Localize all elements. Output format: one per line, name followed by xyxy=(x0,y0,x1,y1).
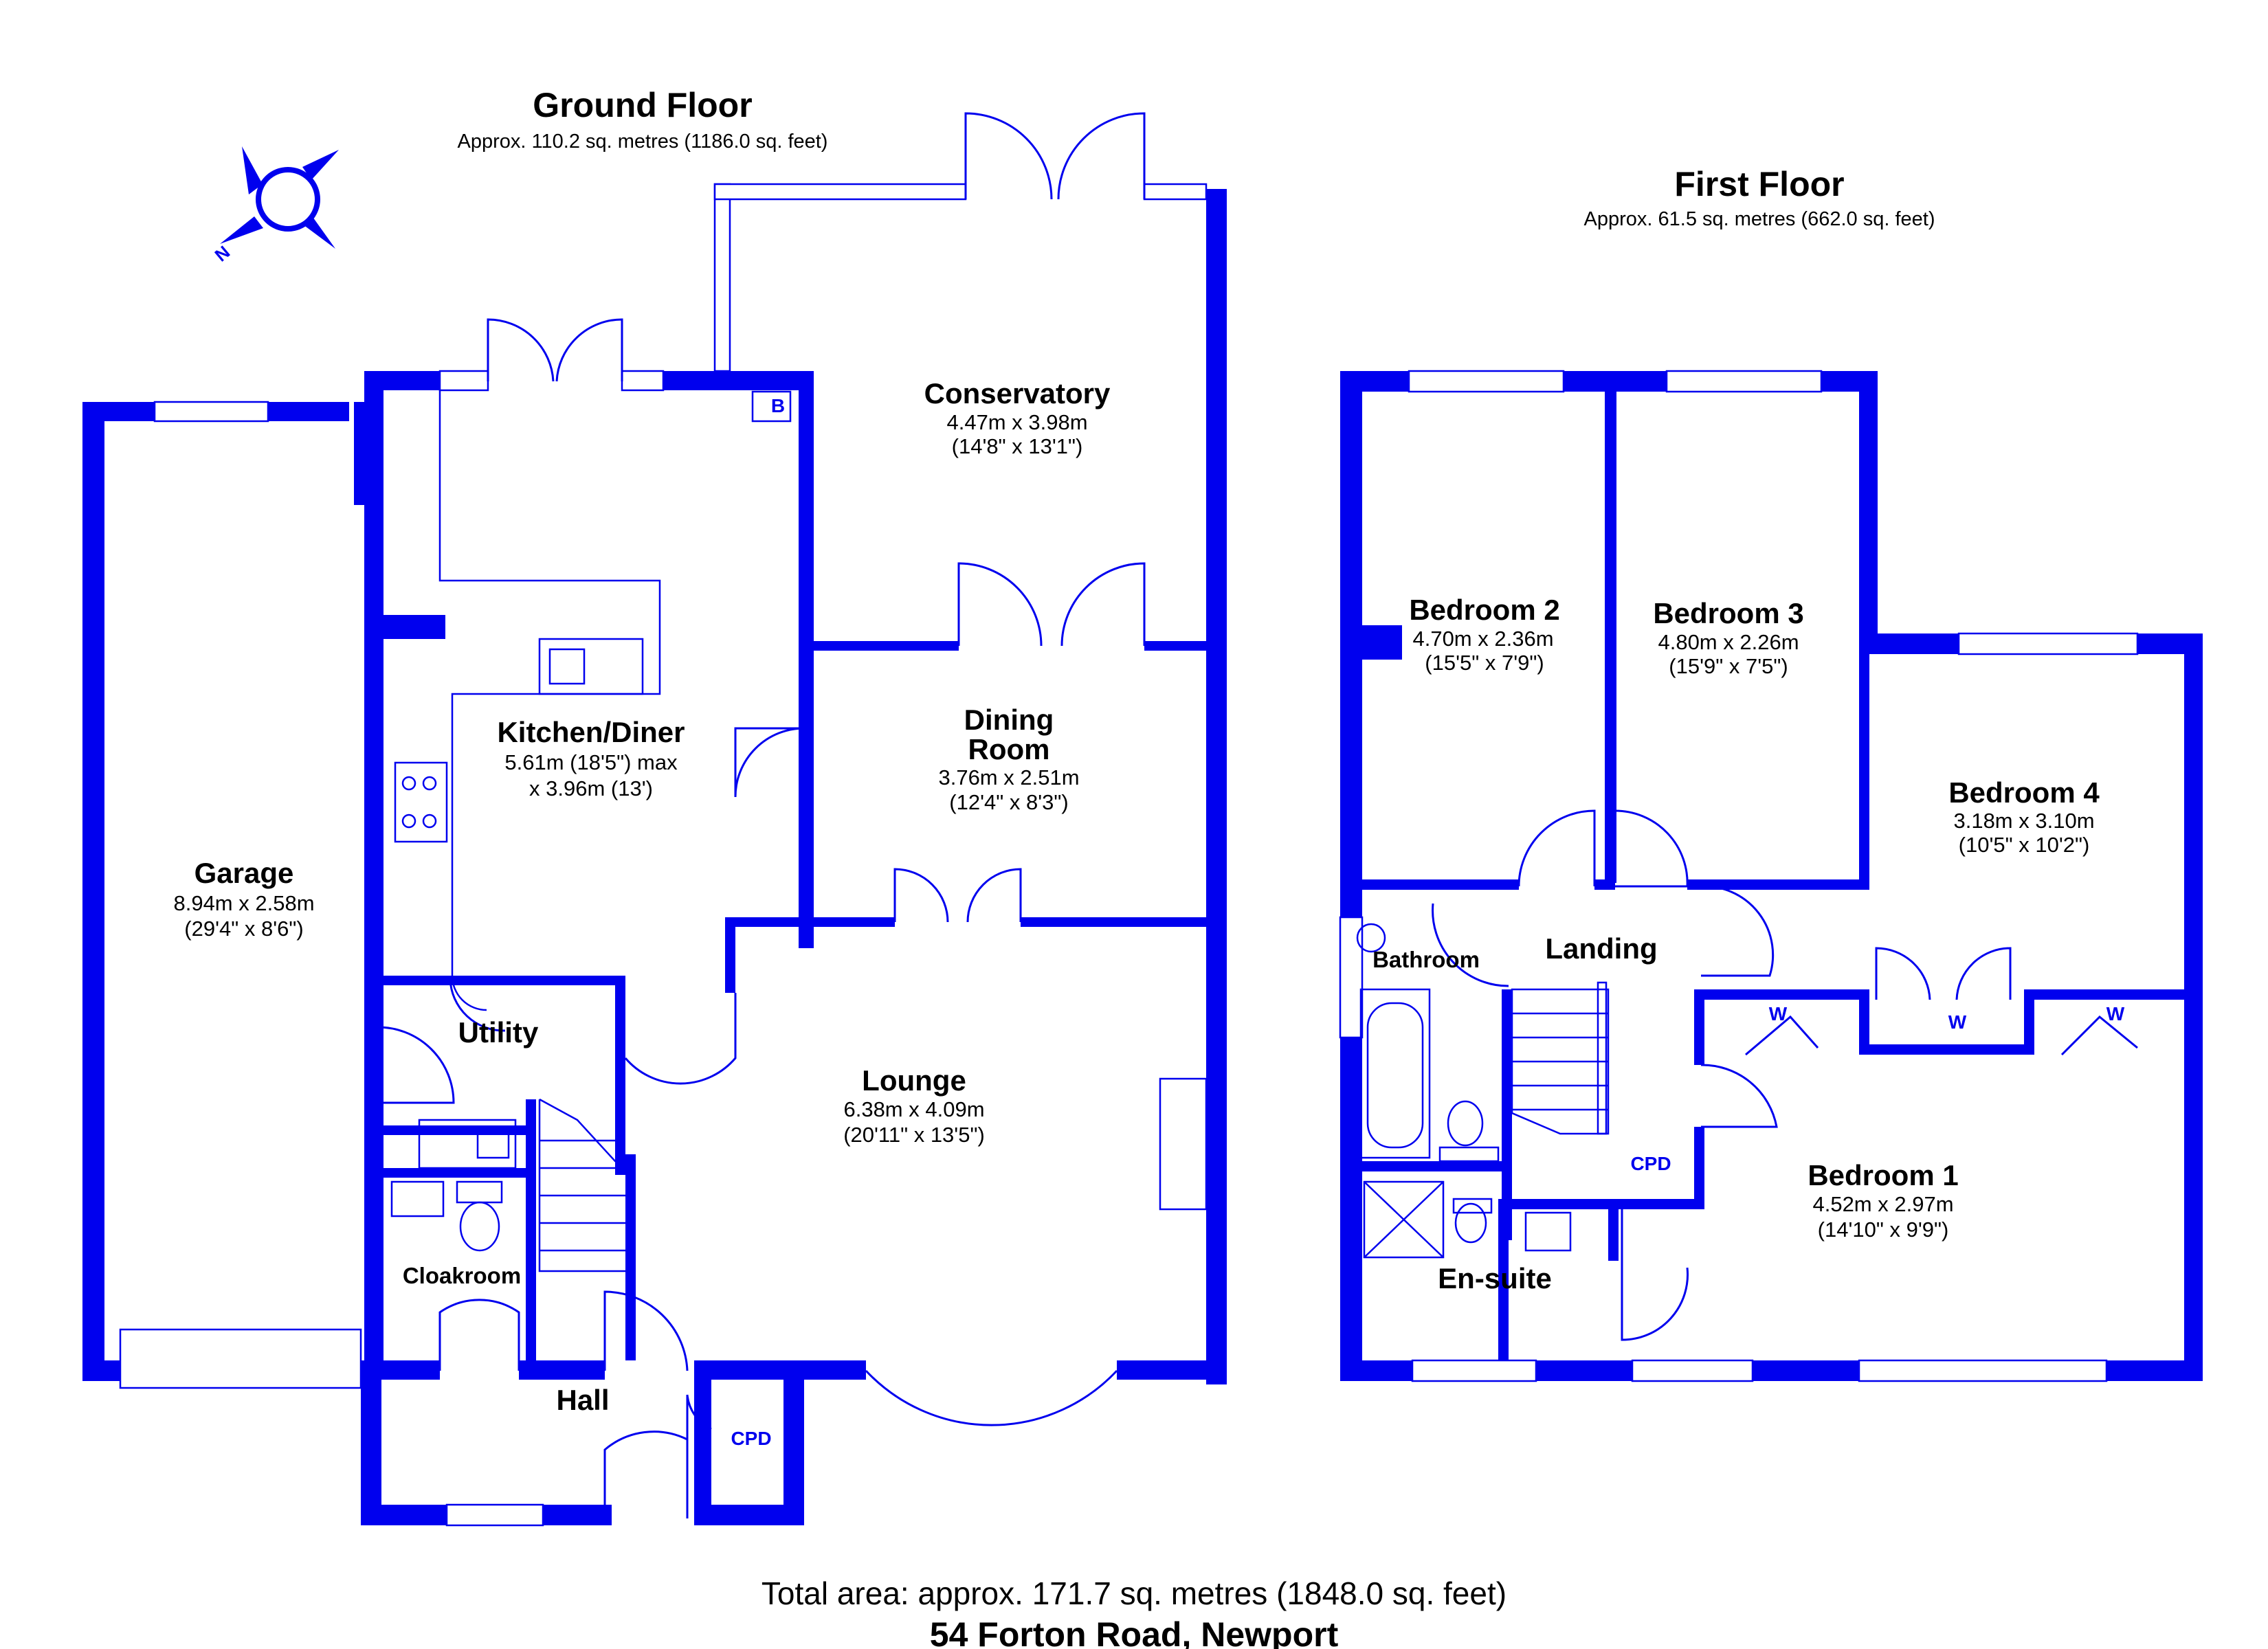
compass-north-label: N xyxy=(211,242,234,266)
utility-fixtures xyxy=(390,1119,517,1252)
bedroom2-dim-imperial: (15'5" x 7'9") xyxy=(1425,651,1544,675)
kitchen-label: Kitchen/Diner xyxy=(497,716,685,748)
dining-dim-imperial: (12'4" x 8'3") xyxy=(949,790,1068,814)
conservatory-dim-imperial: (14'8" x 13'1") xyxy=(952,434,1083,458)
compass-icon: N xyxy=(211,146,339,266)
boiler-label: B xyxy=(771,395,785,416)
ground-cpd-label: CPD xyxy=(731,1428,771,1449)
first-floor-walls xyxy=(1340,371,2203,1381)
bedroom1-dim-metric: 4.52m x 2.97m xyxy=(1812,1192,1953,1216)
address: 54 Forton Road, Newport xyxy=(930,1615,1339,1649)
conservatory-label: Conservatory xyxy=(924,377,1111,410)
bathroom-label: Bathroom xyxy=(1372,947,1480,972)
ground-floor-walls xyxy=(82,189,1227,1525)
hall-label: Hall xyxy=(556,1384,609,1416)
dining-label-line1: Dining xyxy=(964,704,1054,736)
lounge-label: Lounge xyxy=(862,1064,966,1097)
total-area: Total area: approx. 171.7 sq. metres (18… xyxy=(761,1575,1507,1611)
bedroom1-dim-imperial: (14'10" x 9'9") xyxy=(1818,1218,1949,1242)
first-cpd-label: CPD xyxy=(1630,1153,1671,1174)
dining-label-line2: Room xyxy=(968,733,1050,765)
kitchen-dim-metric: 5.61m (18'5") max xyxy=(504,750,678,774)
bedroom4-dim-imperial: (10'5" x 10'2") xyxy=(1959,833,2090,857)
wardrobe-label-2: W xyxy=(1948,1011,1967,1033)
garage-label: Garage xyxy=(194,857,294,889)
ground-floor-area: Approx. 110.2 sq. metres (1186.0 sq. fee… xyxy=(458,131,828,153)
ground-floor-windows xyxy=(119,370,1208,1527)
dining-dim-metric: 3.76m x 2.51m xyxy=(938,765,1079,789)
first-floor-title: First Floor xyxy=(1674,165,1844,203)
bedroom1-label: Bedroom 1 xyxy=(1808,1159,1958,1191)
kitchen-fixtures xyxy=(383,390,661,1011)
bedroom3-dim-imperial: (15'9" x 7'5") xyxy=(1669,654,1788,678)
ensuite-label: En-suite xyxy=(1438,1262,1552,1294)
garage-dim-imperial: (29'4" x 8'6") xyxy=(184,917,303,941)
garage-dim-metric: 8.94m x 2.58m xyxy=(173,891,314,915)
first-floor-area: Approx. 61.5 sq. metres (662.0 sq. feet) xyxy=(1584,208,1935,230)
landing-label: Landing xyxy=(1545,932,1657,965)
bedroom3-label: Bedroom 3 xyxy=(1653,597,1803,629)
first-floor-windows xyxy=(1339,370,2139,1382)
conservatory-dim-metric: 4.47m x 3.98m xyxy=(946,410,1087,434)
cloakroom-label: Cloakroom xyxy=(403,1263,521,1288)
lounge-dim-imperial: (20'11" x 13'5") xyxy=(843,1123,985,1147)
bedroom3-dim-metric: 4.80m x 2.26m xyxy=(1658,630,1799,654)
ground-floor-title: Ground Floor xyxy=(533,86,752,124)
bedroom2-label: Bedroom 2 xyxy=(1409,594,1559,626)
bedroom4-dim-metric: 3.18m x 3.10m xyxy=(1953,809,2094,833)
wardrobe-label-1: W xyxy=(1769,1003,1788,1024)
bedroom2-dim-metric: 4.70m x 2.36m xyxy=(1412,627,1553,651)
lounge-dim-metric: 6.38m x 4.09m xyxy=(843,1097,984,1121)
ground-floor-doors xyxy=(376,112,1146,1518)
bedroom4-label: Bedroom 4 xyxy=(1948,776,2100,809)
first-floor-doors xyxy=(1432,809,2138,1341)
conservatory-frame xyxy=(713,183,1208,372)
ground-stairs xyxy=(538,1098,634,1272)
utility-label: Utility xyxy=(458,1016,539,1048)
wardrobe-label-3: W xyxy=(2106,1003,2125,1024)
first-floor-stairs xyxy=(1511,981,1610,1135)
kitchen-dim-imperial: x 3.96m (13') xyxy=(529,776,653,800)
first-floor-fixtures xyxy=(1356,923,1572,1259)
